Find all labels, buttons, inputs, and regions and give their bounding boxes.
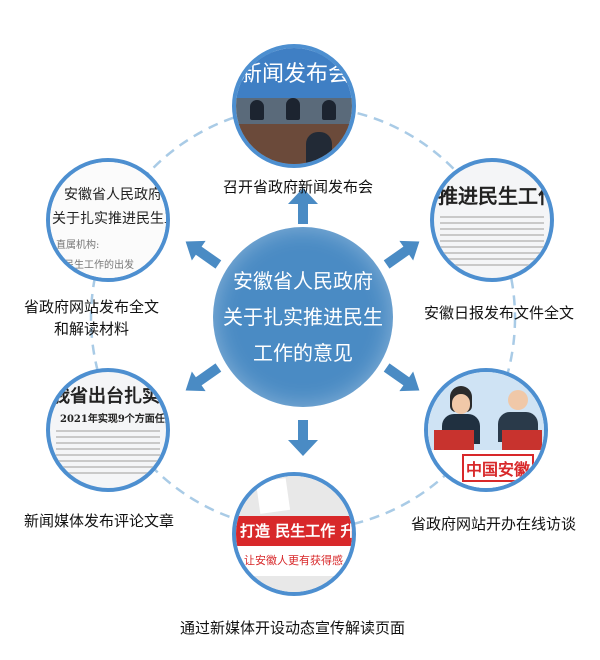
media-commentary-image: 我省出台扎实 2021年实现9个方面任务: [50, 372, 166, 488]
label-new-media: 通过新媒体开设动态宣传解读页面: [180, 617, 405, 639]
online-interview-image: 中国安徽: [428, 372, 544, 488]
arrow-down-right: [383, 363, 420, 392]
node-online-interview: 中国安徽: [424, 368, 548, 492]
new-media-thumb-sub: 让安徽人更有获得感: [244, 554, 343, 567]
website-thumb-sub2: 直属机构:: [56, 240, 100, 251]
center-line-1: 安徽省人民政府: [233, 269, 373, 293]
daily-thumb-text: 推进民生工作: [438, 184, 554, 208]
center-topic: 安徽省人民政府 关于扎实推进民生 工作的意见: [213, 227, 393, 407]
arrow-up: [288, 188, 318, 224]
press-conference-image: 新闻发布会: [236, 48, 352, 164]
node-media-commentary: 我省出台扎实 2021年实现9个方面任务: [46, 368, 170, 492]
label-new-media-line: 通过新媒体开设动态宣传解读页面: [180, 619, 406, 637]
center-line-3: 工作的意见: [253, 341, 353, 365]
center-line-2: 关于扎实推进民生: [223, 305, 383, 329]
label-media-commentary: 新闻媒体发布评论文章: [24, 510, 174, 532]
commentary-thumb-sub: 2021年实现9个方面任务: [60, 414, 170, 425]
interview-thumb-text: 中国安徽: [462, 454, 535, 482]
label-website-fulltext-line-2: 和解读材料: [54, 320, 130, 338]
node-press-conference: 新闻发布会: [232, 44, 356, 168]
label-online-interview: 省政府网站开办在线访谈: [411, 513, 576, 535]
commentary-thumb-text: 我省出台扎实: [52, 386, 160, 407]
label-anhui-daily: 安徽日报发布文件全文: [424, 302, 574, 324]
label-online-interview-line: 省政府网站开办在线访谈: [411, 515, 577, 533]
node-anhui-daily: 推进民生工作: [430, 158, 554, 282]
new-media-thumb-text: 打造 民生工作 升级版: [240, 522, 356, 540]
label-website-fulltext: 省政府网站发布全文 和解读材料: [24, 296, 159, 340]
arrow-up-left: [185, 240, 222, 269]
website-thumb-text: 安徽省人民政府: [64, 187, 162, 203]
new-media-image: 打造 民生工作 升级版 让安徽人更有获得感: [236, 476, 352, 592]
arrow-down: [288, 420, 318, 456]
label-press-conference: 召开省政府新闻发布会: [223, 176, 373, 198]
arrow-down-left: [185, 363, 222, 392]
arrow-up-right: [383, 240, 420, 269]
label-press-conference-line: 召开省政府新闻发布会: [223, 178, 374, 196]
press-thumb-text: 新闻发布会: [240, 62, 351, 87]
node-new-media: 打造 民生工作 升级版 让安徽人更有获得感: [232, 472, 356, 596]
anhui-daily-image: 推进民生工作: [434, 162, 550, 278]
label-media-commentary-line: 新闻媒体发布评论文章: [24, 512, 175, 530]
website-thumb-sub3: 民生工作的出发: [64, 260, 134, 271]
label-anhui-daily-line: 安徽日报发布文件全文: [424, 304, 575, 322]
label-website-fulltext-line-1: 省政府网站发布全文: [24, 298, 160, 316]
